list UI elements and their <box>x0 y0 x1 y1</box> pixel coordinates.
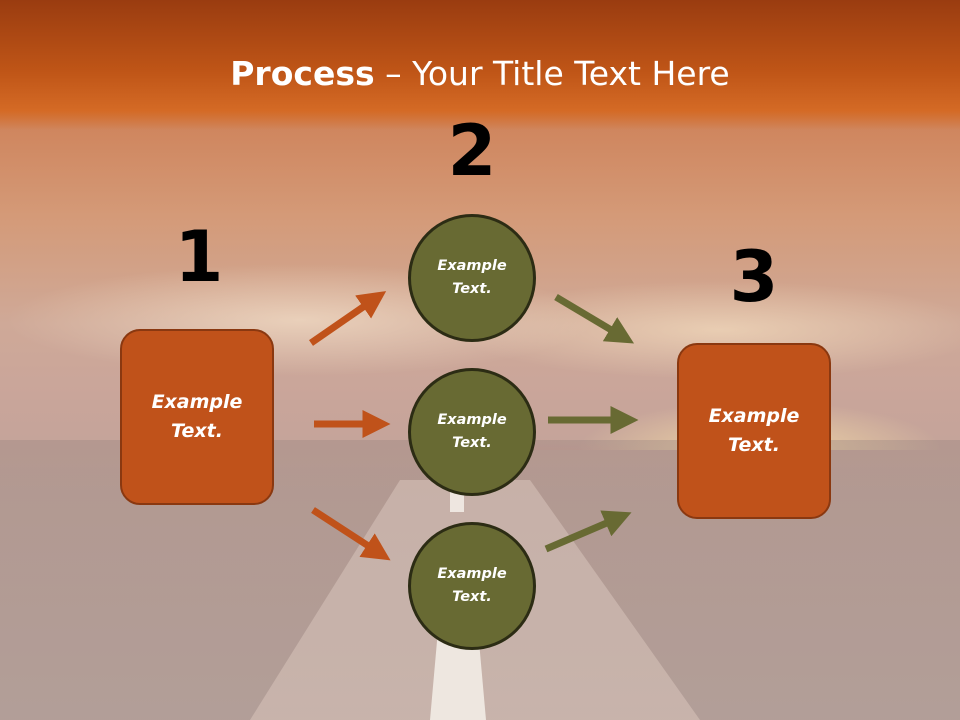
step-box-3: Example Text. <box>677 343 831 519</box>
step-box-3-text: Example Text. <box>708 405 800 456</box>
title-rest: – Your Title Text Here <box>374 54 730 93</box>
step-circle-top-text: Example Text. <box>437 258 507 297</box>
step-circle-top: Example Text. <box>408 214 536 342</box>
step-number-3: 3 <box>729 236 779 318</box>
arrow-1-to-bottom <box>311 507 391 561</box>
step-number-2: 2 <box>447 110 497 192</box>
slide-title: Process – Your Title Text Here <box>0 52 960 96</box>
step-circle-bottom: Example Text. <box>408 522 536 650</box>
step-box-1-text: Example Text. <box>151 391 243 442</box>
step-number-1: 1 <box>174 216 224 298</box>
arrow-top-to-3 <box>554 293 635 344</box>
step-circle-middle-text: Example Text. <box>437 412 507 451</box>
arrow-1-to-top <box>309 291 387 346</box>
title-bar <box>0 0 960 130</box>
step-box-1: Example Text. <box>120 329 274 505</box>
arrow-bottom-to-3 <box>544 510 632 553</box>
step-circle-middle: Example Text. <box>408 368 536 496</box>
title-bold: Process <box>230 54 375 93</box>
step-circle-bottom-text: Example Text. <box>437 566 507 605</box>
